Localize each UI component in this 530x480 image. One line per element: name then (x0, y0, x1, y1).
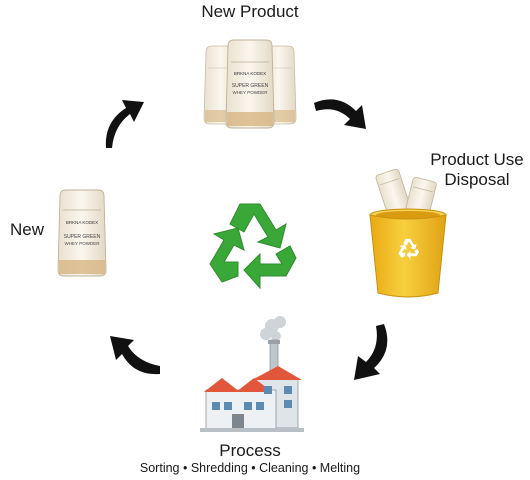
label-product-use: Product Use (430, 150, 524, 169)
curved-arrow-icon (312, 93, 372, 133)
svg-text:SUPER GREEN: SUPER GREEN (232, 83, 269, 89)
label-disposal: Disposal (444, 169, 510, 189)
curved-arrow-icon (102, 90, 146, 152)
svg-text:BRKNA KODEX: BRKNA KODEX (234, 71, 266, 76)
recycle-icon (200, 196, 308, 296)
label-process-steps: Sorting • Shredding • Cleaning • Melting (139, 461, 361, 475)
recycle-bin-with-pouches (366, 165, 450, 301)
factory-icon (200, 314, 304, 438)
pouch-icon: BRKNA KODEX SUPER GREEN WHEY POWDER (225, 39, 275, 129)
label-product-use-disposal: Product Use Disposal (424, 150, 530, 189)
new-product-pouches: BRKNA KODEX SUPER GREEN WHEY POWDER (200, 38, 300, 130)
new-pouch: BRKNA KODEX SUPER GREEN WHEY POWDER (54, 188, 110, 278)
recycle-bin-icon (369, 208, 447, 298)
curved-arrow-icon (104, 334, 162, 378)
svg-text:WHEY POWDER: WHEY POWDER (65, 241, 101, 246)
label-new: New (10, 220, 45, 239)
pouch-icon: BRKNA KODEX SUPER GREEN WHEY POWDER (57, 189, 107, 277)
svg-text:BRKNA KODEX: BRKNA KODEX (66, 220, 98, 225)
label-process: Process (219, 441, 281, 460)
svg-text:WHEY POWDER: WHEY POWDER (233, 90, 269, 95)
label-new-product: New Product (201, 2, 299, 21)
svg-text:SUPER GREEN: SUPER GREEN (64, 234, 101, 240)
curved-arrow-icon (348, 322, 394, 386)
